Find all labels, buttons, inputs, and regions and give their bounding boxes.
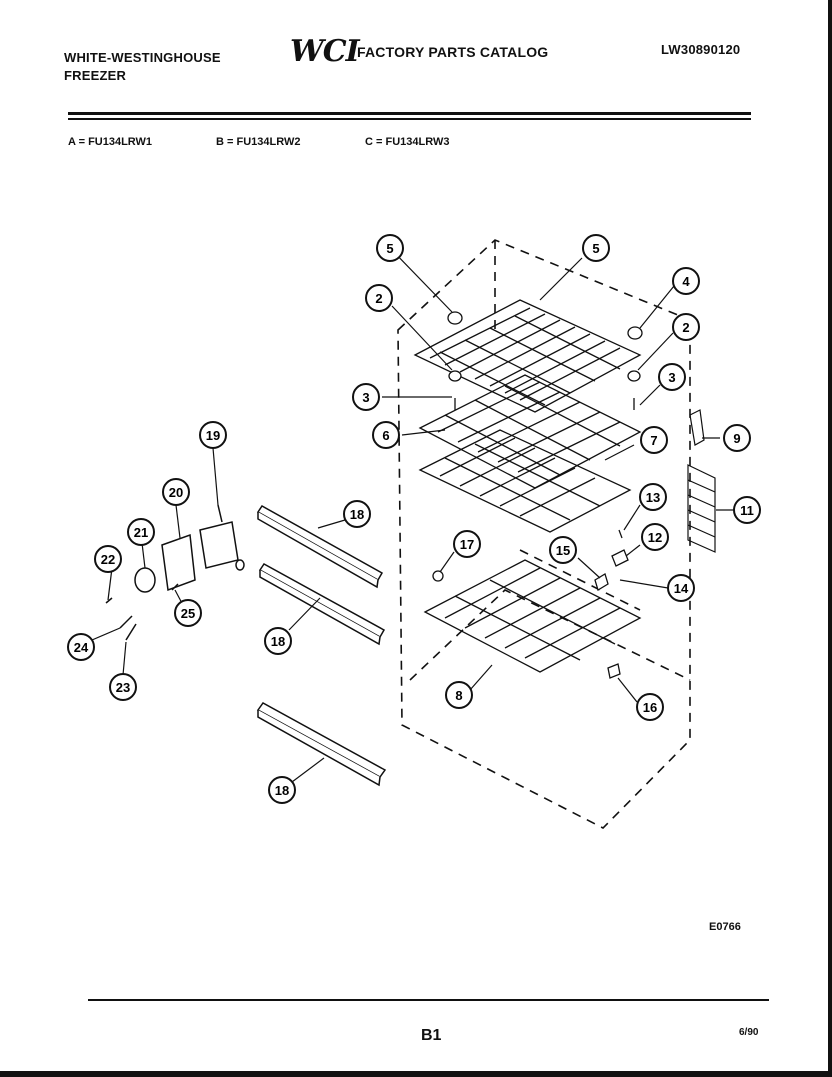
svg-text:4: 4 (682, 274, 690, 289)
svg-text:8: 8 (455, 688, 462, 703)
svg-text:15: 15 (556, 543, 570, 558)
callout-20: 20 (162, 478, 190, 506)
callout-15: 15 (549, 536, 577, 564)
callout-22: 22 (94, 545, 122, 573)
rails (256, 505, 387, 787)
callout-2a: 2 (365, 284, 393, 312)
svg-text:18: 18 (271, 634, 285, 649)
svg-text:21: 21 (134, 525, 148, 540)
shelf-coil-lower (418, 429, 632, 533)
svg-text:12: 12 (648, 530, 662, 545)
svg-text:23: 23 (116, 680, 130, 695)
svg-text:17: 17 (460, 537, 474, 552)
callout-21: 21 (127, 518, 155, 546)
header-rule (68, 112, 751, 115)
bottom-coil (423, 559, 642, 673)
callout-3b: 3 (658, 363, 686, 391)
svg-text:14: 14 (674, 581, 689, 596)
callout-18c: 18 (268, 776, 296, 804)
callout-16: 16 (636, 693, 664, 721)
revision-date: 6/90 (739, 1027, 759, 1038)
callout-24: 24 (67, 633, 95, 661)
page-label: B1 (421, 1027, 442, 1044)
cabinet-outline (397, 239, 691, 829)
figure-reference: E0766 (709, 921, 741, 933)
svg-text:2: 2 (682, 320, 689, 335)
svg-text:11: 11 (740, 503, 754, 518)
callout-6: 6 (372, 421, 400, 449)
callout-7: 7 (640, 426, 668, 454)
callout-19: 19 (199, 421, 227, 449)
wci-logo: WCI (290, 34, 360, 69)
svg-text:3: 3 (362, 390, 369, 405)
callout-5a: 5 (376, 234, 404, 262)
callout-5b: 5 (582, 234, 610, 262)
leader-lines (91, 247, 734, 783)
model-b: B = FU134LRW2 (216, 136, 301, 148)
callout-4: 4 (672, 267, 700, 295)
svg-text:6: 6 (382, 428, 389, 443)
callout-25: 25 (174, 599, 202, 627)
callout-9: 9 (723, 424, 751, 452)
callout-17: 17 (453, 530, 481, 558)
callout-23: 23 (109, 673, 137, 701)
svg-text:9: 9 (733, 431, 740, 446)
model-c: C = FU134LRW3 (365, 136, 450, 148)
svg-text:7: 7 (650, 433, 657, 448)
svg-text:25: 25 (181, 606, 195, 621)
callout-2b: 2 (672, 313, 700, 341)
svg-text:20: 20 (169, 485, 183, 500)
callout-12: 12 (641, 523, 669, 551)
svg-text:16: 16 (643, 700, 657, 715)
svg-text:18: 18 (275, 783, 289, 798)
svg-text:24: 24 (74, 640, 89, 655)
control-assembly (105, 504, 245, 641)
svg-text:22: 22 (101, 552, 115, 567)
callout-13: 13 (639, 483, 667, 511)
svg-text:2: 2 (375, 291, 382, 306)
callout-11: 11 (733, 496, 761, 524)
callout-8: 8 (445, 681, 473, 709)
callout-18b: 18 (264, 627, 292, 655)
document-number: LW30890120 (661, 42, 741, 57)
callout-14: 14 (667, 574, 695, 602)
svg-text:5: 5 (592, 241, 599, 256)
evaporator-coil (687, 409, 716, 553)
svg-text:5: 5 (386, 241, 393, 256)
svg-text:19: 19 (206, 428, 220, 443)
svg-text:3: 3 (668, 370, 675, 385)
callout-3a: 3 (352, 383, 380, 411)
model-a: A = FU134LRW1 (68, 136, 153, 148)
shelf-coil-upper (413, 299, 642, 413)
footer-rule (88, 999, 769, 1001)
svg-text:13: 13 (646, 490, 660, 505)
catalog-title: FACTORY PARTS CATALOG (357, 44, 549, 60)
brand-name: WHITE-WESTINGHOUSE (64, 50, 221, 65)
header-rule-thin (68, 118, 751, 120)
product-type: FREEZER (64, 68, 127, 83)
svg-text:18: 18 (350, 507, 364, 522)
hardware (432, 311, 643, 679)
callout-18a: 18 (343, 500, 371, 528)
